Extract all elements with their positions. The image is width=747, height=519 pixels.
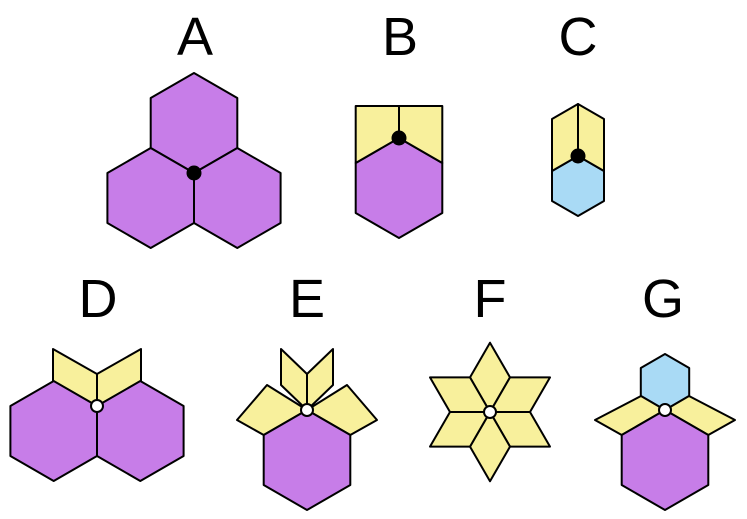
figure-e [236, 348, 378, 511]
label-g: G [642, 269, 684, 329]
purple-hexagon [262, 409, 352, 511]
label-b: B [382, 7, 418, 67]
filled-vertex-marker [570, 148, 586, 164]
figure-g [594, 353, 736, 511]
filled-vertex-marker [391, 130, 407, 146]
yellow-rhombus [429, 376, 491, 413]
figure-b [354, 105, 444, 239]
label-a: A [177, 7, 213, 67]
label-e: E [289, 269, 325, 329]
label-c: C [559, 7, 598, 67]
open-vertex-marker [658, 403, 672, 417]
open-vertex-marker [483, 405, 497, 419]
open-vertex-marker [90, 399, 104, 413]
figure-a [106, 72, 282, 249]
label-f: F [474, 269, 507, 329]
yellow-rhombus [398, 105, 444, 164]
open-vertex-marker [300, 403, 314, 417]
purple-hexagon [620, 409, 710, 511]
figure-c [551, 103, 605, 217]
filled-vertex-marker [186, 165, 202, 181]
label-d: D [79, 269, 118, 329]
yellow-rhombus [306, 348, 334, 411]
figure-d [9, 348, 185, 482]
figure-f [429, 341, 551, 483]
